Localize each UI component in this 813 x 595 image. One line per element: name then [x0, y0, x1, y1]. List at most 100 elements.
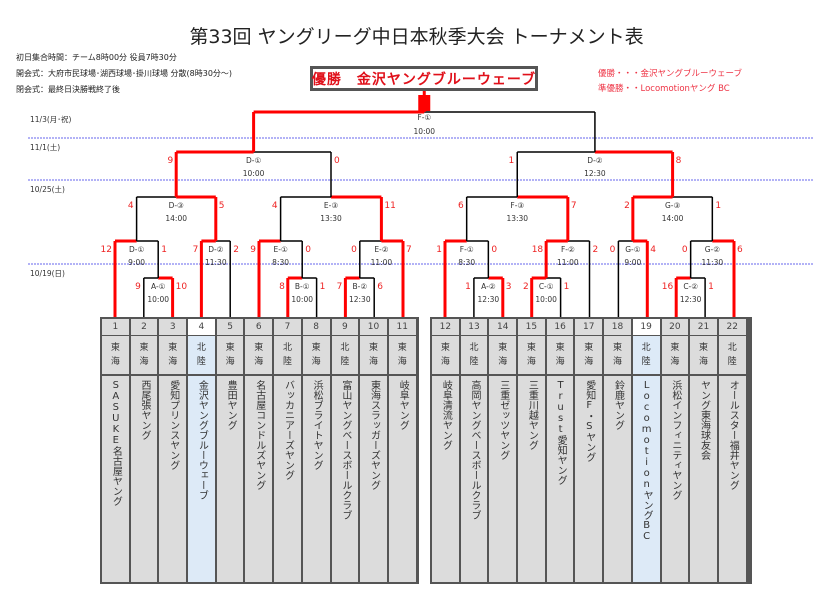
region-char: 北 [196, 343, 206, 353]
score-right: 7 [406, 245, 412, 255]
match-id: A-① [151, 282, 166, 291]
team-region: 東海 [159, 336, 187, 376]
score-left: 1 [509, 156, 515, 166]
match-id: G-② [705, 245, 721, 254]
match-id: G-① [625, 245, 641, 254]
team-name: 東海スラッガーズヤング [368, 380, 380, 490]
match-time: 14:00 [662, 214, 684, 223]
match-time: 8:30 [272, 258, 289, 267]
match-id: A-② [481, 282, 496, 291]
info-opening-ceremony: 開会式：大府市民球場･湖西球場･掛川球場 分散(8時30分～) [16, 69, 233, 78]
team-region: 東海 [130, 336, 158, 376]
region-char: 北 [641, 343, 651, 353]
team-name: 愛知F・Sヤング [583, 380, 595, 462]
match-time: 12:30 [680, 295, 702, 304]
score-left: 1 [465, 282, 471, 292]
score-left: 2 [624, 201, 630, 211]
team-name: 浜松インフィニティヤング [669, 380, 681, 500]
team-region: 北陸 [460, 336, 488, 376]
region-char: 東 [526, 343, 536, 353]
score-right: 3 [506, 282, 512, 292]
team-number: 5 [216, 319, 244, 336]
match-id: F-① [460, 245, 474, 254]
region-char: 北 [282, 343, 292, 353]
team-region: 東海 [575, 336, 603, 376]
team-number: 8 [302, 319, 330, 336]
match-time: 10:00 [243, 169, 265, 178]
match-time: 13:30 [320, 214, 342, 223]
region-char: 海 [369, 357, 379, 367]
team-name: 鈴鹿ヤング [612, 380, 624, 430]
date-round3: 10/25(土) [30, 185, 65, 194]
match-time: 11:30 [205, 258, 227, 267]
score-right: 6 [737, 245, 743, 255]
score-left: 8 [279, 282, 285, 292]
region-char: 陸 [282, 357, 292, 367]
team-name: SASUKE名古屋ヤング [110, 380, 122, 506]
champion-banner: 優勝 金沢ヤングブルーウェーブ [310, 66, 538, 91]
match-id: E-① [274, 245, 288, 254]
team-name: 豊田ヤング [225, 380, 237, 430]
match-time: 10:00 [535, 295, 557, 304]
match-time: 9:00 [128, 258, 145, 267]
team-number: 1 [102, 319, 129, 336]
score-right: 0 [491, 245, 497, 255]
team-region: 東海 [302, 336, 330, 376]
match-time: 12:30 [584, 169, 606, 178]
region-char: 海 [168, 357, 178, 367]
team-number: 18 [604, 319, 631, 336]
team-number: 3 [159, 319, 187, 336]
score-right: 1 [564, 282, 570, 292]
region-char: 東 [110, 343, 120, 353]
team-region: 北陸 [632, 336, 660, 376]
region-char: 海 [699, 357, 709, 367]
region-char: 海 [440, 357, 450, 367]
score-right: 8 [676, 156, 682, 166]
team-name: ヤング東海球友会 [698, 380, 710, 460]
score-right: 0 [334, 156, 340, 166]
region-char: 陸 [196, 357, 206, 367]
region-char: 東 [699, 343, 709, 353]
match-time: 9:00 [624, 258, 641, 267]
team-name: 金沢ヤングブルーウェーブ [188, 376, 215, 500]
region-char: 東 [311, 343, 321, 353]
score-right: 1 [320, 282, 326, 292]
region-char: 東 [555, 343, 565, 353]
team-number: 19 [632, 319, 660, 336]
team-region: 東海 [102, 336, 129, 376]
match-time: 12:30 [349, 295, 371, 304]
team-region: 東海 [245, 336, 273, 376]
region-char: 東 [254, 343, 264, 353]
score-right: 5 [219, 201, 225, 211]
score-left: 9 [250, 245, 256, 255]
region-char: 東 [168, 343, 178, 353]
team-number: 17 [575, 319, 603, 336]
match-id: D-① [246, 156, 261, 165]
score-right: 4 [650, 245, 656, 255]
region-char: 海 [225, 357, 235, 367]
legend-runner-up: 準優勝・・Locomotionヤング BC [598, 84, 730, 94]
